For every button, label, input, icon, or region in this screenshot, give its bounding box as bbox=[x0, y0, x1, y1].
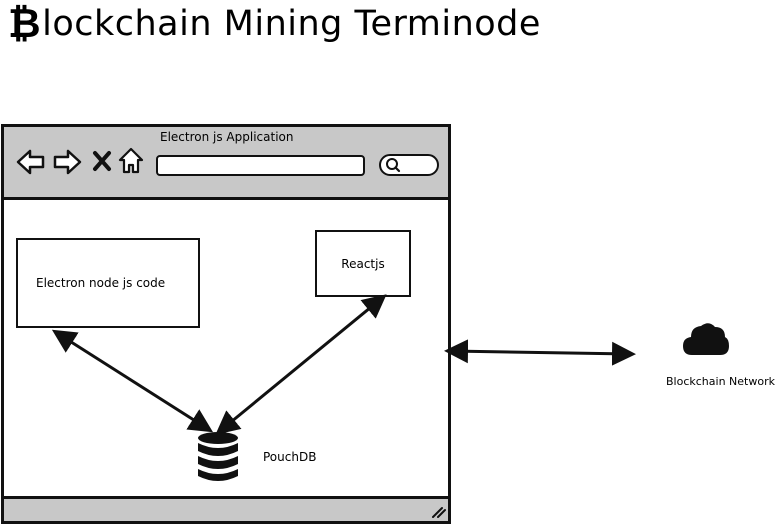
close-icon[interactable] bbox=[92, 150, 112, 172]
page-title-text: lockchain Mining Terminode bbox=[42, 4, 541, 44]
search-icon[interactable] bbox=[378, 153, 440, 177]
window-statusbar bbox=[4, 496, 448, 521]
electron-node-box: Electron node js code bbox=[16, 238, 200, 328]
arrow-electron-pouchdb bbox=[51, 329, 214, 433]
database-icon bbox=[198, 432, 238, 481]
window-toolbar: Electron js Application bbox=[4, 127, 448, 200]
electron-node-label: Electron node js code bbox=[36, 276, 166, 290]
arrow-react-pouchdb bbox=[215, 294, 387, 435]
address-bar[interactable] bbox=[156, 155, 365, 176]
home-icon[interactable] bbox=[118, 147, 144, 175]
reactjs-label: Reactjs bbox=[341, 256, 385, 271]
cloud-icon bbox=[683, 323, 729, 355]
page-title: ₿lockchain Mining Terminode bbox=[8, 2, 541, 46]
arrow-window-network bbox=[444, 339, 636, 366]
bitcoin-symbol: ₿ bbox=[8, 1, 42, 47]
back-arrow-icon[interactable] bbox=[16, 147, 46, 177]
window-title: Electron js Application bbox=[160, 130, 294, 144]
resize-grip-icon[interactable] bbox=[430, 505, 446, 519]
pouchdb-label: PouchDB bbox=[263, 450, 317, 464]
forward-arrow-icon[interactable] bbox=[52, 147, 82, 177]
blockchain-network-label: Blockchain Network bbox=[666, 375, 775, 388]
